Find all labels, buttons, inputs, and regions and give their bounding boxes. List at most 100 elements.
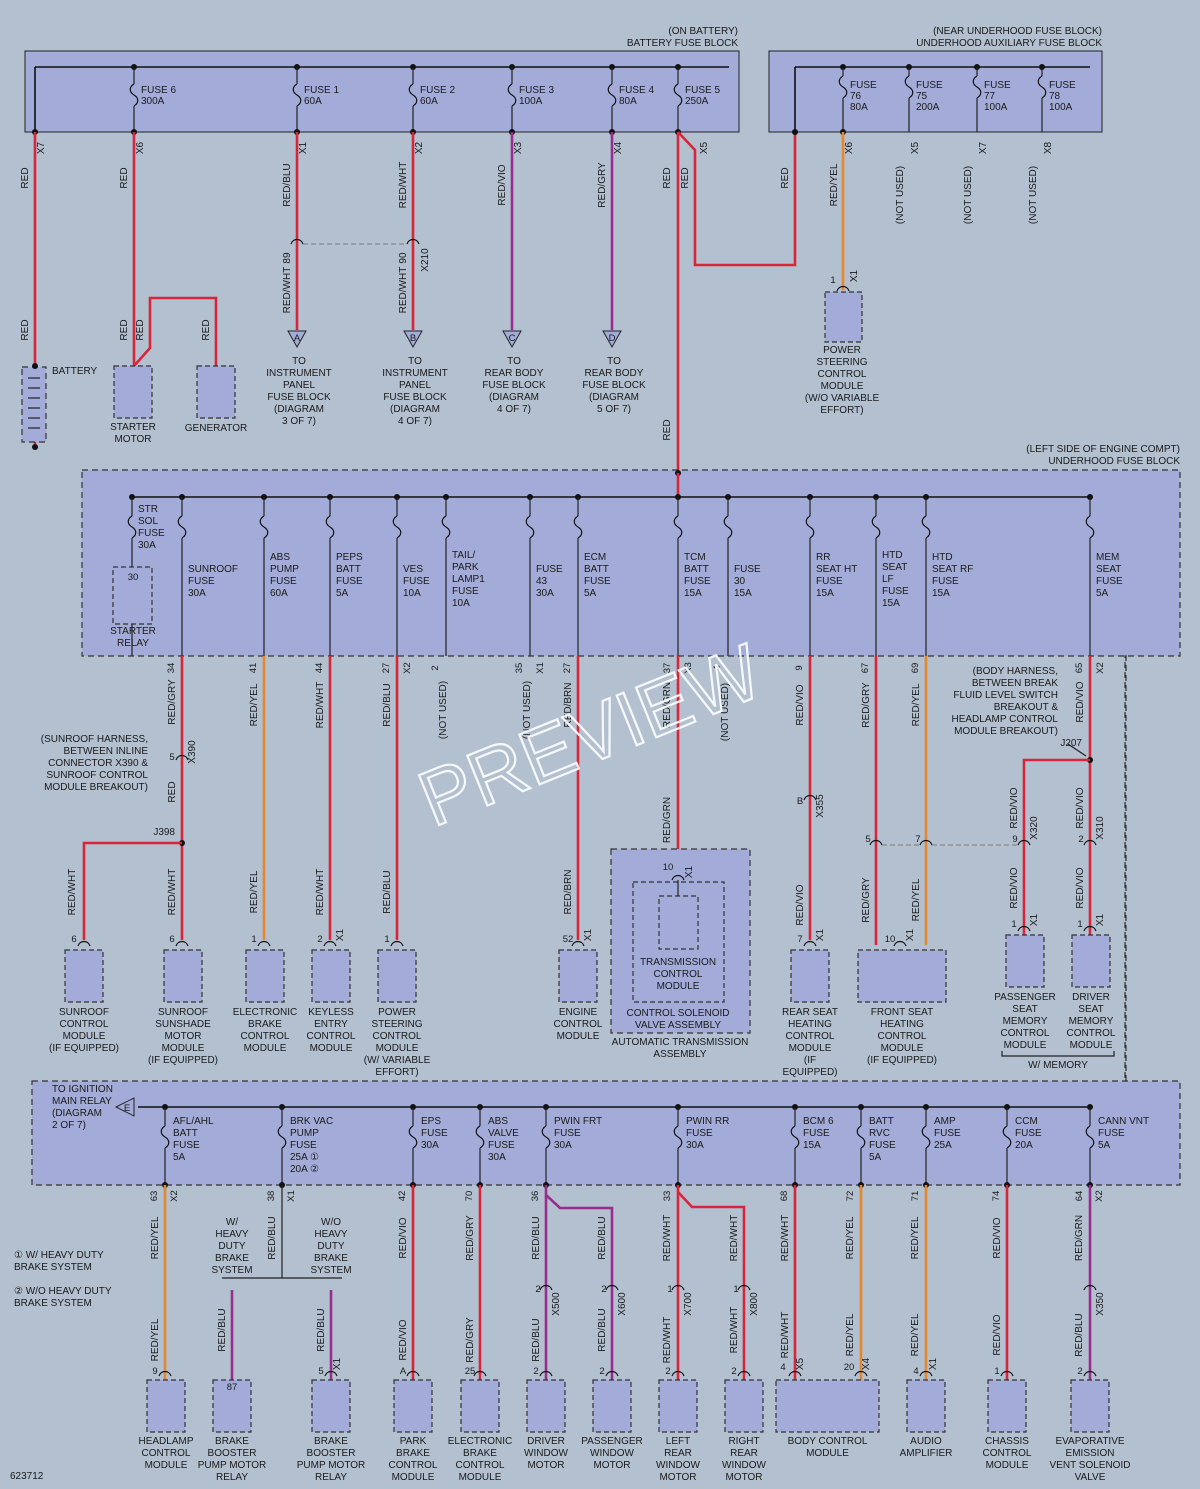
connector-symbol bbox=[290, 238, 304, 245]
arrow-destination: PANEL bbox=[283, 380, 315, 391]
aux-fuse-label: 100A bbox=[1049, 102, 1073, 113]
module-label: VALVE bbox=[1075, 1472, 1106, 1483]
ignition-arrow bbox=[114, 1097, 135, 1117]
pin-label: 1 bbox=[667, 1284, 672, 1295]
pin-label: 27 bbox=[381, 663, 392, 674]
lower-fuse-label: 30A bbox=[686, 1140, 704, 1151]
wire-label: X210 bbox=[420, 248, 431, 272]
splice-dot bbox=[32, 363, 38, 369]
module-box bbox=[775, 1379, 880, 1433]
wire-label: RED/GRN bbox=[662, 682, 673, 728]
module-box bbox=[1070, 1379, 1110, 1433]
with-hd-label: W/ bbox=[226, 1217, 238, 1228]
module-box bbox=[724, 1379, 764, 1433]
module-label: MEMORY bbox=[1003, 1016, 1048, 1027]
connector-label: X1 bbox=[583, 928, 594, 941]
ps-label: EFFORT) bbox=[820, 405, 863, 416]
wire-label: RED/WHT bbox=[398, 267, 409, 314]
module-label: MODULE bbox=[986, 1460, 1029, 1471]
module-label: CONTROL bbox=[786, 1031, 835, 1042]
wire-label: X355 bbox=[815, 794, 826, 818]
lower-fuse-label: 5A bbox=[869, 1152, 882, 1163]
pin-label: 38 bbox=[266, 1191, 277, 1202]
connector-symbol bbox=[473, 1370, 487, 1377]
wire-label: RED/BLU bbox=[531, 1318, 542, 1361]
ps-label: POWER bbox=[823, 345, 861, 356]
arrow-destination: (DIAGRAM bbox=[589, 392, 639, 403]
module-label: BRAKE bbox=[215, 1436, 249, 1447]
pin-label: 2 bbox=[533, 1366, 538, 1377]
pin-label: 2 bbox=[317, 934, 322, 945]
connector-symbol bbox=[406, 1370, 420, 1377]
module-box bbox=[212, 1379, 252, 1433]
connector-label: X2 bbox=[1094, 1190, 1105, 1202]
label: 9 bbox=[1012, 834, 1017, 845]
pointer bbox=[1067, 743, 1087, 757]
pin-label: A bbox=[400, 1366, 407, 1377]
lower-fuse-label: RVC bbox=[869, 1128, 890, 1139]
underhood-fuse-label: HTD bbox=[882, 550, 903, 561]
lower-fuse-label: PWIN RR bbox=[686, 1116, 729, 1127]
fuse-icon bbox=[1037, 75, 1047, 99]
lower-fuse-label: 5A bbox=[173, 1152, 186, 1163]
underhood-fuse-label: SEAT RF bbox=[932, 564, 973, 575]
wire-label: RED bbox=[201, 319, 212, 340]
tcm bbox=[658, 895, 699, 950]
underhood-fuse-label: SEAT bbox=[882, 562, 907, 573]
battery-symbol bbox=[21, 366, 47, 443]
module-label: PARK bbox=[400, 1436, 427, 1447]
pin-label: 27 bbox=[562, 663, 573, 674]
wire-label: RED/WHT bbox=[729, 1215, 740, 1262]
underhood-fuse-label: SOL bbox=[138, 516, 158, 527]
ps-label: MODULE bbox=[821, 381, 864, 392]
connector-symbol bbox=[390, 940, 404, 947]
underhood-fuse-label: ABS bbox=[270, 552, 290, 563]
wire-label: RED/GRY bbox=[167, 679, 178, 725]
pin-label: 1 bbox=[384, 934, 389, 945]
module-label: RELAY bbox=[216, 1472, 248, 1483]
connector-label: X4 bbox=[613, 141, 624, 154]
label: E bbox=[124, 1103, 130, 1114]
pin-label: 2 bbox=[535, 1284, 540, 1295]
module-box bbox=[906, 1379, 946, 1433]
lower-fuse-label: 30A bbox=[488, 1152, 506, 1163]
module-label: MEMORY bbox=[1069, 1016, 1114, 1027]
module-label: MODULE bbox=[244, 1043, 287, 1054]
aux-fuse-label: FUSE bbox=[984, 80, 1011, 91]
module-label: AMPLIFIER bbox=[900, 1448, 953, 1459]
fuse-icon bbox=[838, 75, 848, 99]
battery-fuse-label: FUSE 6 bbox=[141, 85, 176, 96]
underhood-fuse-label: 30A bbox=[188, 588, 206, 599]
arrow-destination: INSTRUMENT bbox=[382, 368, 448, 379]
fuse-icon bbox=[790, 1125, 800, 1149]
sunroof-note: (SUNROOF HARNESS, bbox=[41, 734, 148, 745]
module-label: MODULE bbox=[459, 1472, 502, 1483]
fuse-icon bbox=[408, 83, 418, 107]
wire-label: RED/YEL bbox=[150, 1216, 161, 1259]
wire-label: RED/YEL bbox=[845, 1216, 856, 1259]
wire-label: X320 bbox=[1029, 816, 1040, 840]
underhood-title: UNDERHOOD FUSE BLOCK bbox=[1048, 456, 1180, 467]
aux-fuse-label: 200A bbox=[916, 102, 940, 113]
pin-label: 6 bbox=[169, 934, 174, 945]
connector-symbol bbox=[788, 1370, 802, 1377]
starter-label: STARTER bbox=[110, 422, 156, 433]
note-2: BRAKE SYSTEM bbox=[14, 1298, 92, 1309]
lower-fuse-label: FUSE bbox=[686, 1128, 713, 1139]
wire-label: X1 bbox=[849, 269, 860, 282]
wire-label: RED/WHT bbox=[67, 869, 78, 916]
fuse-icon bbox=[607, 83, 617, 107]
module-label: PASSENGER bbox=[994, 992, 1056, 1003]
pin-label: 4 bbox=[913, 1366, 918, 1377]
pin-label: 10 bbox=[885, 934, 896, 945]
module-label: CHASSIS bbox=[985, 1436, 1029, 1447]
connector-symbol bbox=[1083, 1284, 1097, 1291]
battery-fuse-label: 80A bbox=[619, 96, 637, 107]
fuse-icon bbox=[441, 515, 451, 539]
pin-label: 67 bbox=[860, 663, 871, 674]
pin-label: 68 bbox=[779, 1191, 790, 1202]
pin-label: 65 bbox=[1074, 663, 1085, 674]
pin-label: 64 bbox=[1074, 1191, 1085, 1202]
lower-fuse-label: 20A bbox=[1015, 1140, 1033, 1151]
module-label: REAR bbox=[730, 1448, 758, 1459]
